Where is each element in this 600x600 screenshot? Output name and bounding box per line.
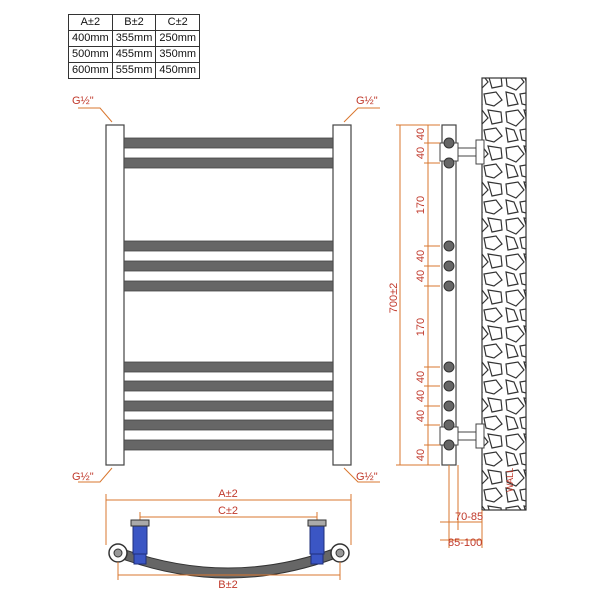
connection-label-bottom-left: G½" (72, 471, 94, 483)
segment-label: 40 (415, 410, 427, 422)
segment-label: 40 (415, 371, 427, 383)
rail-end (443, 157, 455, 169)
connection-label-top-left: G½" (72, 95, 94, 107)
rail-ends (443, 137, 455, 451)
segment-label: 40 (415, 390, 427, 402)
table-cell: 600mm (68, 62, 113, 79)
table-cell: 555mm (111, 62, 157, 79)
wall-label: WALL (505, 468, 515, 492)
right-valve (307, 519, 327, 565)
rail-end (443, 439, 455, 451)
curved-radiator-body (119, 547, 337, 579)
rail-end (443, 240, 455, 252)
segment-label: 40 (415, 270, 427, 282)
rail (123, 400, 334, 412)
rail-end (443, 419, 455, 431)
rail-end (443, 260, 455, 272)
segment-label: 170 (415, 196, 427, 214)
rail-end (443, 400, 455, 412)
table-cell: 355mm (111, 30, 157, 47)
rail (123, 380, 334, 392)
side-view-tube (441, 124, 457, 466)
dimension-a-extensions (105, 494, 352, 545)
segment-label: 40 (415, 449, 427, 461)
table-cell: 350mm (155, 46, 201, 63)
leader-top-right (343, 107, 380, 123)
leader-bottom-left (78, 467, 113, 483)
wall (481, 77, 527, 511)
dimension-b-extensions (117, 562, 341, 580)
rail (123, 157, 334, 169)
left-end-cap-inner (113, 548, 123, 558)
segment-label: 40 (415, 250, 427, 262)
segment-label: 40 (415, 128, 427, 140)
dimension-b-label: B±2 (218, 579, 238, 591)
dimension-a-label: A±2 (218, 488, 238, 500)
segment-label: 170 (415, 318, 427, 336)
rail (123, 280, 334, 292)
table-cell: 450mm (155, 62, 201, 79)
segment-ticks (424, 142, 440, 446)
rail-end (443, 361, 455, 373)
height-label: 700±2 (388, 283, 400, 314)
table-row: 600mm 555mm 450mm (68, 62, 201, 79)
segment-label: 40 (415, 147, 427, 159)
top-view: A±2 C±2 B±2 (105, 488, 352, 591)
depth-label-85-100: 85-100 (448, 537, 482, 549)
depth-label-70-85: 70-85 (455, 511, 483, 523)
connection-label-bottom-right: G½" (356, 471, 378, 483)
depth-extension-lines (448, 465, 483, 548)
rails (123, 137, 334, 451)
right-end-cap-inner (335, 548, 345, 558)
table-row: 400mm 355mm 250mm (68, 30, 201, 47)
rail (123, 240, 334, 252)
table-cell: 250mm (155, 30, 201, 47)
rail (123, 419, 334, 431)
leader-top-left (78, 107, 113, 123)
height-extension-lines (396, 124, 440, 466)
rail-end (443, 137, 455, 149)
rail-end (443, 380, 455, 392)
rail (123, 260, 334, 272)
left-valve (130, 519, 150, 565)
side-view: WALL 700±2 (388, 77, 527, 549)
right-side-tube (332, 124, 352, 466)
leader-bottom-right (343, 467, 380, 483)
dimension-c-label: C±2 (218, 505, 238, 517)
rail (123, 439, 334, 451)
front-view: G½" G½" G½" G½" (72, 95, 380, 483)
rail-end (443, 280, 455, 292)
rail (123, 137, 334, 149)
dimensions-table: A±2 B±2 C±2 400mm 355mm 250mm 500mm 455m… (68, 14, 201, 79)
connection-label-top-right: G½" (356, 95, 378, 107)
left-side-tube (105, 124, 125, 466)
rail (123, 361, 334, 373)
